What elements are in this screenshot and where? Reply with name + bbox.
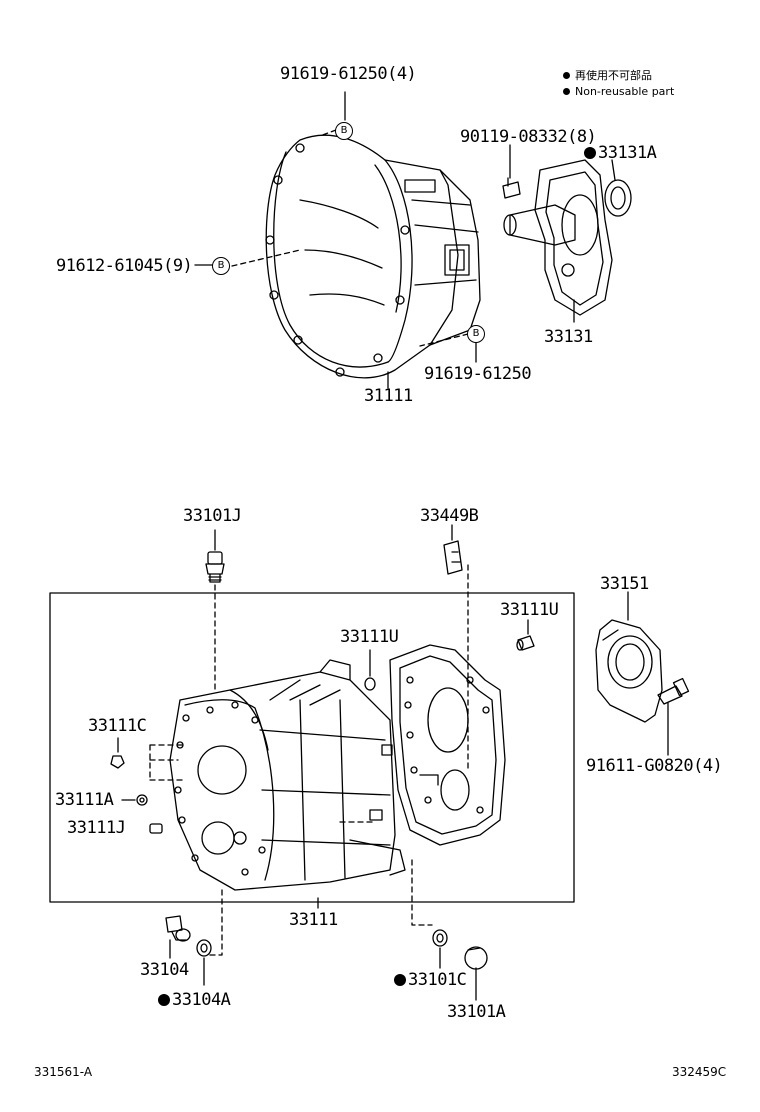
plug-33111j-drawing bbox=[149, 823, 163, 834]
label-33104a: 33104A bbox=[158, 990, 231, 1010]
label-33111u-right: 33111U bbox=[500, 600, 559, 620]
assembly-box bbox=[49, 592, 575, 903]
label-33101a: 33101A bbox=[447, 1002, 506, 1022]
fill-gasket-drawing bbox=[432, 929, 448, 947]
plug-33101j-drawing bbox=[205, 551, 225, 583]
label-33111j: 33111J bbox=[67, 818, 126, 838]
non-reusable-dot-icon bbox=[394, 974, 406, 986]
case-bolt-holes bbox=[174, 701, 266, 876]
bell-housing-drawing bbox=[265, 134, 481, 379]
pin-33111u-right-drawing bbox=[516, 635, 535, 651]
non-reusable-dot-icon bbox=[158, 994, 170, 1006]
pin-33111u-mid-drawing bbox=[364, 677, 376, 691]
label-90119-08332: 90119-08332(8) bbox=[460, 127, 597, 147]
label-33101j: 33101J bbox=[183, 506, 242, 526]
legend-japanese-row: 再使用不可部品 bbox=[563, 68, 674, 84]
label-91611-g0820: 91611-G0820(4) bbox=[586, 756, 723, 776]
label-33131a: 33131A bbox=[584, 143, 657, 163]
label-33111c: 33111C bbox=[88, 716, 147, 736]
label-33104: 33104 bbox=[140, 960, 189, 980]
rear-plate-drawing bbox=[389, 644, 506, 846]
figure-code-right: 332459C bbox=[672, 1065, 727, 1079]
bolt-mark-bottom: B bbox=[467, 325, 485, 343]
legend-dot-icon bbox=[563, 88, 570, 95]
non-reusable-dot-icon bbox=[584, 147, 596, 159]
label-33111u-mid: 33111U bbox=[340, 627, 399, 647]
legend-english-row: Non-reusable part bbox=[563, 84, 674, 100]
legend-english: Non-reusable part bbox=[575, 85, 675, 98]
label-91619-61250-4: 91619-61250(4) bbox=[280, 64, 417, 84]
plug-33111c-drawing bbox=[110, 755, 125, 769]
bolt-mark-top: B bbox=[335, 122, 353, 140]
figure-code-left: 331561-A bbox=[34, 1065, 93, 1079]
clip-33449b-drawing bbox=[443, 540, 463, 575]
bolt-mark-left: B bbox=[212, 257, 230, 275]
bolt-leaders bbox=[231, 129, 469, 347]
transmission-case-drawing bbox=[169, 659, 406, 891]
legend-japanese: 再使用不可部品 bbox=[575, 69, 652, 82]
bearing-retainer-drawing bbox=[502, 159, 632, 316]
label-33111a: 33111A bbox=[55, 790, 114, 810]
label-91612-61045: 91612-61045(9) bbox=[56, 256, 193, 276]
label-91619-61250: 91619-61250 bbox=[424, 364, 532, 384]
label-33449b: 33449B bbox=[420, 506, 479, 526]
label-33131: 33131 bbox=[544, 327, 593, 347]
plug-33111a-drawing bbox=[136, 794, 148, 806]
label-33111: 33111 bbox=[289, 910, 338, 930]
legend-dot-icon bbox=[563, 72, 570, 79]
drain-gasket-drawing bbox=[196, 939, 212, 957]
bolt-91611-drawing bbox=[657, 677, 690, 705]
label-33101c: 33101C bbox=[394, 970, 467, 990]
label-31111: 31111 bbox=[364, 386, 413, 406]
retainer-33151-drawing bbox=[595, 619, 663, 723]
assembly-leaders bbox=[149, 564, 469, 956]
label-33151: 33151 bbox=[600, 574, 649, 594]
drain-plug-drawing bbox=[165, 915, 191, 942]
fill-plug-drawing bbox=[464, 946, 488, 970]
legend: 再使用不可部品 Non-reusable part bbox=[563, 68, 674, 100]
